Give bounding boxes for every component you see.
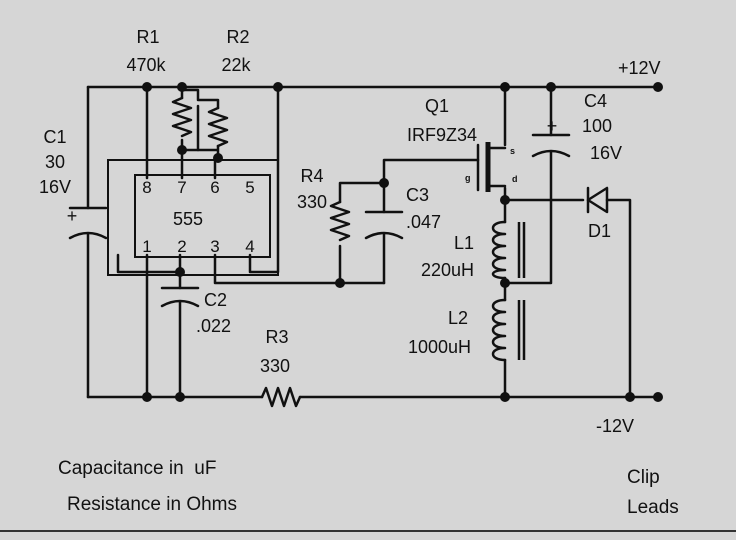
c4-polarity-mark: +: [547, 116, 558, 136]
c1-voltage-label: 16V: [39, 177, 71, 197]
ic-part-label: 555: [173, 209, 203, 229]
r3-resistor: [260, 386, 302, 408]
q1-gate-label: g: [465, 173, 471, 183]
pin-3-label: 3: [210, 237, 219, 256]
c4-value-label: 100: [582, 116, 612, 136]
trigger-tie-wire: [116, 253, 182, 274]
r4-c3-wire: [338, 181, 386, 285]
pin-5-label: 5: [245, 178, 254, 197]
r3-value-label: 330: [260, 356, 290, 376]
ic-555: [107, 159, 279, 276]
junction-dots: [142, 82, 663, 402]
l1-value-label: 220uH: [421, 260, 474, 280]
c1-capacitor: [68, 206, 108, 240]
d1-ref-label: D1: [588, 221, 611, 241]
c2-value-label: .022: [196, 316, 231, 336]
positive-rail-label: +12V: [618, 58, 661, 78]
c4-wire: [503, 85, 553, 285]
l1-ref-label: L1: [454, 233, 474, 253]
r2-resistor: [207, 106, 229, 148]
bottom-rule: [0, 530, 736, 532]
r4-value-label: 330: [297, 192, 327, 212]
c3-capacitor: [364, 210, 404, 240]
c2-ref-label: C2: [204, 290, 227, 310]
capacitance-note: Capacitance in uF: [58, 458, 216, 479]
r2-value-label: 22k: [221, 55, 251, 75]
c1-ref-label: C1: [43, 127, 66, 147]
pin-4-label: 4: [245, 237, 254, 256]
r4-resistor: [329, 200, 351, 242]
clip-leads-line2: Leads: [627, 497, 679, 518]
r2-ref-label: R2: [226, 27, 249, 47]
d1-diode: [586, 186, 609, 214]
l2-value-label: 1000uH: [408, 337, 471, 357]
r2-wire: [180, 88, 220, 180]
pin-7-label: 7: [177, 178, 186, 197]
r4-ref-label: R4: [300, 166, 323, 186]
c3-value-label: .047: [406, 212, 441, 232]
d1-wire: [605, 198, 632, 399]
q1-ref-label: Q1: [425, 96, 449, 116]
resistance-note: Resistance in Ohms: [67, 494, 237, 515]
negative-rail-label: -12V: [596, 416, 634, 436]
c3-ref-label: C3: [406, 185, 429, 205]
wires: [86, 85, 660, 399]
l2-inductor: [491, 298, 526, 362]
q1-part-label: IRF9Z34: [407, 125, 477, 145]
c4-ref-label: C4: [584, 91, 607, 111]
c4-capacitor: [531, 133, 571, 158]
r1-ref-label: R1: [136, 27, 159, 47]
r3-ref-label: R3: [265, 327, 288, 347]
pin-1-label: 1: [142, 237, 151, 256]
l1-inductor: [491, 220, 526, 280]
q1-drain-label: d: [512, 174, 518, 184]
c2-capacitor: [160, 286, 200, 308]
negative-terminal: [653, 392, 663, 402]
output-wire: [213, 253, 386, 285]
pin-6-label: 6: [210, 178, 219, 197]
gate-wire: [382, 158, 480, 185]
positive-terminal: [653, 82, 663, 92]
pin-2-label: 2: [177, 237, 186, 256]
c1-value-label: 30: [45, 152, 65, 172]
q1-source-label: s: [510, 146, 515, 156]
clip-leads-line1: Clip: [627, 467, 660, 488]
r1-value-label: 470k: [126, 55, 166, 75]
c4-voltage-label: 16V: [590, 143, 622, 163]
r1-resistor: [171, 96, 193, 138]
pin-8-label: 8: [142, 178, 151, 197]
q1-mosfet: [476, 142, 507, 192]
c1-polarity-mark: +: [67, 206, 78, 226]
l2-ref-label: L2: [448, 308, 468, 328]
